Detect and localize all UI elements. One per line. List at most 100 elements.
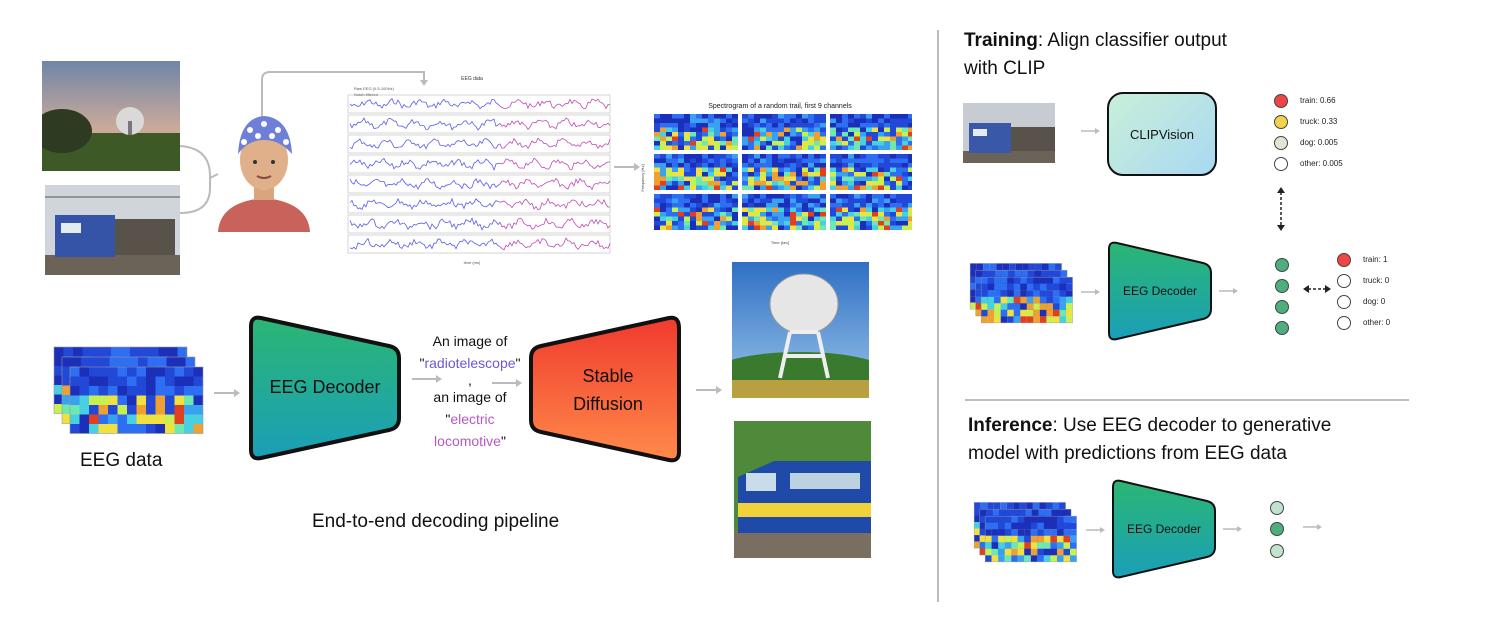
spectrogram-cell <box>666 181 672 186</box>
spectrogram-cell <box>848 145 854 150</box>
eeg-heatmap-cell <box>1017 535 1025 543</box>
spectrogram-cell <box>902 185 908 190</box>
eeg-heatmap-cell <box>1070 522 1077 530</box>
spectrogram-cell <box>872 194 878 199</box>
spectrogram-cell <box>708 198 714 203</box>
spectrogram-cell <box>742 127 748 132</box>
spectrogram-cell <box>684 163 690 168</box>
spectrogram-panel <box>742 114 826 150</box>
spectrogram-cell <box>784 158 790 163</box>
eeg-heatmap-cell <box>109 357 119 367</box>
inference-logit-dot <box>1270 522 1284 536</box>
spectrogram-cell <box>684 167 690 172</box>
spectrogram-cell <box>726 221 732 226</box>
eeg-heatmap-cell <box>1004 529 1012 536</box>
spectrogram-cell <box>878 221 884 226</box>
spectrogram-cell <box>748 203 754 208</box>
spectrogram-cell <box>690 163 696 168</box>
eeg-heatmap-cell <box>1006 502 1014 509</box>
spectrogram-cell <box>790 185 796 190</box>
eeg-heatmap-cell <box>976 263 984 270</box>
spectrogram-cell <box>766 181 772 186</box>
eeg-heatmap-cell <box>70 424 80 434</box>
eeg-heatmap-cell <box>127 405 137 415</box>
eeg-trace-line <box>499 177 611 191</box>
spectrogram-cell <box>772 185 778 190</box>
spectrogram-cell <box>802 203 808 208</box>
eeg-heatmap-cell <box>108 424 118 434</box>
spectrogram-cell <box>654 127 660 132</box>
spectrogram-cell <box>802 167 808 172</box>
eeg-heatmap-cell <box>1059 316 1067 323</box>
eeg-heatmap-cell <box>62 404 72 414</box>
eeg-heatmap-cell <box>975 296 983 303</box>
eeg-heatmap-cell <box>1011 522 1018 530</box>
spectrogram-cell <box>878 118 884 123</box>
inference-heading-bold: Inference <box>968 415 1053 436</box>
spectrogram-cell <box>766 167 772 172</box>
spectrogram-cell <box>802 132 808 137</box>
spectrogram-cell <box>860 154 866 159</box>
spectrogram-cell <box>890 114 896 119</box>
spectrogram-cell <box>660 221 666 226</box>
spectrogram-cell <box>720 145 726 150</box>
spectrogram-cell <box>842 198 848 203</box>
inference-logit-dot <box>1270 501 1284 515</box>
eeg-heatmap-cell <box>155 405 165 415</box>
eeg-heatmap-cell <box>62 414 72 424</box>
spectrogram-cell <box>908 132 914 137</box>
spectrogram-cell <box>842 185 848 190</box>
spectrogram-cell <box>696 216 702 221</box>
eeg-heatmap-cell <box>1046 290 1053 297</box>
spectrogram-cell <box>808 203 814 208</box>
spectrogram-cell <box>690 203 696 208</box>
spectrogram-cell <box>878 181 884 186</box>
spectrogram-cell <box>802 225 808 230</box>
spectrogram-cell <box>672 127 678 132</box>
spectrogram-cell <box>790 141 796 146</box>
spectrogram-cell <box>814 114 820 119</box>
spectrogram-cell <box>742 185 748 190</box>
spectrogram-cell <box>690 158 696 163</box>
eeg-heatmap-cell <box>184 376 194 386</box>
spectrogram-cell <box>696 198 702 203</box>
spectrogram-cell <box>778 185 784 190</box>
eeg-heatmap-cell <box>127 395 137 405</box>
spectrogram-cell <box>690 123 696 128</box>
spectrogram-cell <box>696 207 702 212</box>
spectrogram-cell <box>672 185 678 190</box>
spectrogram-cell <box>720 216 726 221</box>
eeg-heatmap-cell <box>1000 316 1008 323</box>
eeg-heatmap-cell <box>184 405 194 415</box>
spectrogram-cell <box>842 207 848 212</box>
spectrogram-cell <box>696 141 702 146</box>
spectrogram-cell <box>860 118 866 123</box>
spectrogram-cell <box>872 127 878 132</box>
eeg-heatmap-cell <box>1013 283 1021 291</box>
eeg-heatmap-cell <box>1059 309 1067 317</box>
spectrogram-cell <box>714 145 720 150</box>
spectrogram-cell <box>836 118 842 123</box>
eeg-heatmap-cell <box>155 367 165 377</box>
training-eeg-decoder: EEG Decoder <box>1107 241 1213 341</box>
spectrogram-cell <box>836 216 842 221</box>
spectrogram-cell <box>796 181 802 186</box>
spectrogram-cell <box>866 136 872 141</box>
spectrogram-cell <box>660 185 666 190</box>
spectrogram-cell <box>690 145 696 150</box>
spectrogram-cell <box>726 198 732 203</box>
spectrogram-cell <box>678 114 684 119</box>
eeg-channel-frame <box>347 194 611 214</box>
spectrogram-cell <box>702 132 708 137</box>
spectrogram-cell <box>672 216 678 221</box>
spectrogram-cell <box>872 181 878 186</box>
spectrogram-cell <box>890 194 896 199</box>
spectrogram-cell <box>872 207 878 212</box>
spectrogram-cell <box>726 194 732 199</box>
eeg-heatmap-cell <box>974 508 981 516</box>
spectrogram-cell <box>720 154 726 159</box>
spectrogram-cell <box>814 127 820 132</box>
eeg-heatmap-cell <box>981 277 988 284</box>
spectrogram-cell <box>784 194 790 199</box>
eeg-heatmap-cell <box>991 542 999 549</box>
